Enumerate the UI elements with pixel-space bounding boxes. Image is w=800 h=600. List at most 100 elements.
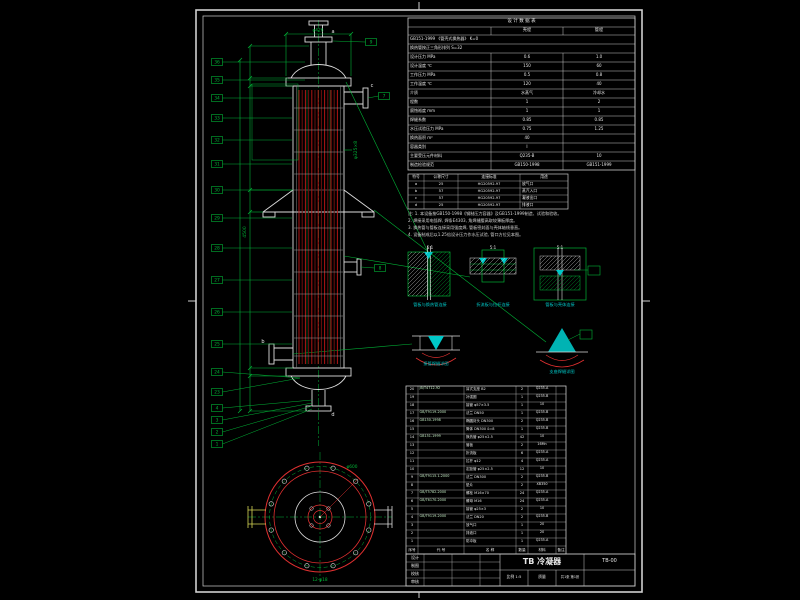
bolt-hole xyxy=(304,465,310,471)
data-table-value: 10 xyxy=(596,152,602,158)
hatch-line xyxy=(557,255,573,271)
part-name: 放气口 xyxy=(466,523,477,527)
part-balloon-number: 32 xyxy=(214,138,220,144)
part-seq: 11 xyxy=(409,459,415,463)
nozzle-use: 蒸汽入口 xyxy=(522,187,538,193)
data-table-label: 介质 xyxy=(410,89,418,95)
part-material: Q235-B xyxy=(535,426,549,430)
hatch-line xyxy=(539,255,553,269)
dim-tick xyxy=(247,408,253,414)
data-table-value: 水蒸气 xyxy=(521,89,533,95)
hatch-line xyxy=(411,279,429,297)
right-mid-nozzle-flange xyxy=(356,258,362,276)
hatch-line xyxy=(437,283,451,297)
nozzle-symbol: c xyxy=(414,194,418,200)
nozzle-table-header: 符号 xyxy=(412,173,420,179)
part-qty: 42 xyxy=(519,435,525,439)
bolt-hole xyxy=(281,550,287,556)
hatch-line xyxy=(541,255,557,271)
technical-note: 注: 1. 本设备按GB150-1998《钢制压力容器》及GB151-1999制… xyxy=(408,211,562,216)
part-material: Q235-B xyxy=(535,474,549,478)
nozzle-letter: c xyxy=(371,83,374,89)
part-seq: 3 xyxy=(410,523,414,527)
nozzle-letter: a xyxy=(331,29,334,35)
detail-leader xyxy=(345,81,429,253)
part-material: Q235-A xyxy=(535,538,549,542)
title-block-scale: 比例 1:5 xyxy=(506,574,522,579)
part-balloon-number: 24 xyxy=(214,370,220,376)
hatch-line xyxy=(429,255,451,277)
hatch-line xyxy=(503,261,517,275)
hatch-line xyxy=(483,257,501,275)
nozzle-standard: HG20592-97 xyxy=(477,195,501,200)
title-block-role: 审核 xyxy=(411,578,419,584)
part-name: 接管 φ57×3.5 xyxy=(466,403,490,407)
part-seq: 9 xyxy=(410,475,414,479)
weld-groove xyxy=(428,336,444,350)
nozzle-size: 57 xyxy=(438,194,444,200)
design-data-table-frame xyxy=(407,17,636,171)
part-qty: 2 xyxy=(520,475,524,479)
data-table-value: GB150-1998 xyxy=(514,161,540,167)
balloon-leader xyxy=(222,377,301,393)
nozzle-table-header: 公称尺寸 xyxy=(433,173,449,179)
support-foot xyxy=(361,211,375,218)
nozzle-use: 凝液出口 xyxy=(522,194,538,200)
nozzle-letter: b xyxy=(261,339,264,345)
part-balloon-number: 7 xyxy=(383,94,386,100)
part-name: 法兰 DN300 xyxy=(466,475,487,479)
part-qty: 2 xyxy=(520,483,524,487)
bottom-nozzle-flange xyxy=(305,405,332,412)
detail-label: 管板与壳体连接 xyxy=(545,302,575,307)
balloon-leader xyxy=(222,402,313,421)
hatch-line xyxy=(565,275,581,291)
part-balloon-number: 31 xyxy=(214,162,220,168)
nozzle-size: 25 xyxy=(438,180,444,186)
part-qty: 2 xyxy=(520,443,524,447)
hatch-line xyxy=(407,271,429,293)
shell-diameter-dim: φ325×8 xyxy=(353,141,359,159)
part-balloon-number: 35 xyxy=(214,78,220,84)
bolt-hole xyxy=(304,563,310,569)
nozzle-size: 25 xyxy=(438,201,444,207)
detail-scale: 5:1 xyxy=(489,244,497,250)
part-code: GB/T9115.1-2000 xyxy=(419,474,450,478)
weld-detail-label: 接管焊缝详图 xyxy=(423,361,449,366)
part-material: 10 xyxy=(539,506,545,510)
part-material: Q235-B xyxy=(535,514,549,518)
vessel-front-view xyxy=(262,20,375,412)
top-flange-dim: φ426 xyxy=(312,28,323,34)
hatch-line xyxy=(513,271,517,275)
data-table-value: 0.5 xyxy=(523,71,531,77)
part-seq: 15 xyxy=(409,427,415,431)
bolt-hole xyxy=(366,501,372,507)
part-seq: 19 xyxy=(409,395,415,399)
hatch-line xyxy=(569,259,581,271)
detail-scale: 5:1 xyxy=(426,244,434,250)
dim-tick xyxy=(237,57,243,63)
data-table-header: 壳程 xyxy=(522,27,532,32)
balloon-leader xyxy=(222,408,313,445)
dim-tick xyxy=(348,31,354,37)
hatch-line xyxy=(429,251,435,257)
part-code: GB/T5782-2000 xyxy=(419,490,447,494)
data-table-value: GB151-1999 xyxy=(586,161,612,167)
hatch-line xyxy=(577,287,581,291)
technical-note: 2. 焊接采用电弧焊, 焊条E4303, 角焊缝腰高取较薄板厚度。 xyxy=(408,218,518,223)
hatch-line xyxy=(407,251,413,257)
hatch-line xyxy=(407,263,429,285)
hatch-line xyxy=(429,259,451,281)
hatch-line xyxy=(557,275,573,291)
bolt-hole xyxy=(268,527,274,533)
hatch-line xyxy=(407,267,429,289)
detail-label: 折流板与拉杆连接 xyxy=(476,302,510,307)
data-table-value: 0.8 xyxy=(595,71,603,77)
small-hole xyxy=(326,506,331,511)
hatch-line xyxy=(445,291,451,297)
part-code: GB/T9119-2000 xyxy=(419,514,447,518)
hatch-line xyxy=(469,257,476,264)
weld-groove xyxy=(548,328,576,352)
bolt-holes-dim: 12-φ18 xyxy=(312,577,328,583)
parts-list-header: 备注 xyxy=(557,547,565,552)
hatch-line xyxy=(429,271,451,293)
